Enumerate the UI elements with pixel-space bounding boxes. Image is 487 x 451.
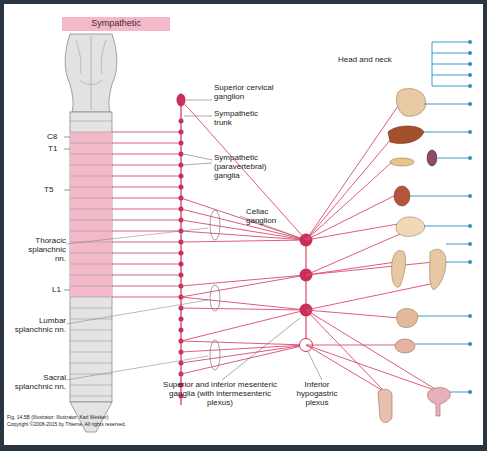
trunk-label: Sympathetic trunk bbox=[214, 110, 274, 128]
organs bbox=[378, 389, 392, 422]
afferent-lines bbox=[410, 40, 472, 394]
spinal-cord bbox=[64, 112, 112, 432]
splanchnic-nerves bbox=[66, 198, 306, 380]
ganglia-label: Sympathetic (paravertebral) ganglia bbox=[214, 154, 294, 180]
organs bbox=[394, 186, 410, 206]
nerve-label: Thoracic splanchnic nn. bbox=[16, 237, 66, 263]
sympathetic-trunk bbox=[177, 94, 186, 406]
splanchnic-nerves bbox=[181, 198, 306, 374]
brain-stem bbox=[76, 36, 106, 110]
ganglion-label: Superior cervical ganglion bbox=[214, 84, 284, 102]
ganglion-label: Celiac ganglion bbox=[246, 208, 296, 226]
organs bbox=[395, 339, 415, 353]
organs bbox=[427, 150, 437, 166]
splanchnic-nerves bbox=[210, 210, 220, 240]
afferent-lines bbox=[468, 40, 472, 394]
splanchnic-nerves bbox=[210, 285, 220, 311]
copyright-note: Copyright ©2008-2015 by Thieme. All righ… bbox=[7, 422, 126, 428]
rami bbox=[112, 132, 181, 297]
spinal-cord bbox=[64, 137, 70, 290]
segment-label: L1 bbox=[52, 286, 61, 295]
spinal-cord bbox=[70, 132, 112, 297]
organs bbox=[397, 309, 418, 328]
organs bbox=[378, 89, 450, 423]
organs bbox=[392, 250, 406, 287]
segment-label: T5 bbox=[44, 186, 53, 195]
organs bbox=[430, 249, 446, 290]
organs bbox=[390, 158, 414, 166]
leader-lines bbox=[184, 100, 300, 238]
postganglionic-fibers bbox=[181, 100, 440, 392]
organs bbox=[396, 89, 425, 117]
segment-label: T1 bbox=[48, 145, 57, 154]
title: Sympathetic bbox=[62, 19, 170, 29]
nerve-label: Lumbar splanchnic nn. bbox=[14, 317, 66, 335]
figure-caption: Fig. 14.5B (Illustrator: Illustrator: Ka… bbox=[7, 415, 108, 421]
prevertebral-ganglia bbox=[305, 240, 306, 345]
spinal-cord bbox=[70, 121, 112, 396]
brain-stem bbox=[65, 34, 117, 112]
region-label: Head and neck bbox=[338, 56, 408, 65]
brain-stem bbox=[65, 34, 117, 112]
rami bbox=[112, 132, 181, 297]
splanchnic-nerves bbox=[210, 340, 220, 370]
organs bbox=[396, 217, 425, 236]
prevertebral-ganglia bbox=[222, 234, 322, 381]
postganglionic-fibers bbox=[181, 100, 440, 392]
ganglia-label: Superior and inferior mesenteric ganglia… bbox=[160, 381, 280, 407]
spinal-cord bbox=[70, 112, 112, 402]
leader-lines bbox=[184, 100, 300, 238]
plexus-label: Inferior hypogastric plexus bbox=[288, 381, 346, 407]
illustration bbox=[4, 4, 483, 445]
title-band: Sympathetic bbox=[62, 17, 170, 31]
afferent-lines bbox=[410, 42, 470, 392]
prevertebral-ganglia bbox=[222, 318, 322, 380]
segment-label: C8 bbox=[47, 133, 57, 142]
nerve-label: Sacral splanchnic nn. bbox=[14, 374, 66, 392]
splanchnic-nerves bbox=[66, 228, 208, 380]
sympathetic-trunk bbox=[179, 119, 184, 399]
figure-panel: Sympathetic Fig. 14.5B (Illustrator: Ill… bbox=[4, 4, 483, 445]
organs bbox=[427, 388, 450, 417]
organs bbox=[388, 126, 424, 144]
